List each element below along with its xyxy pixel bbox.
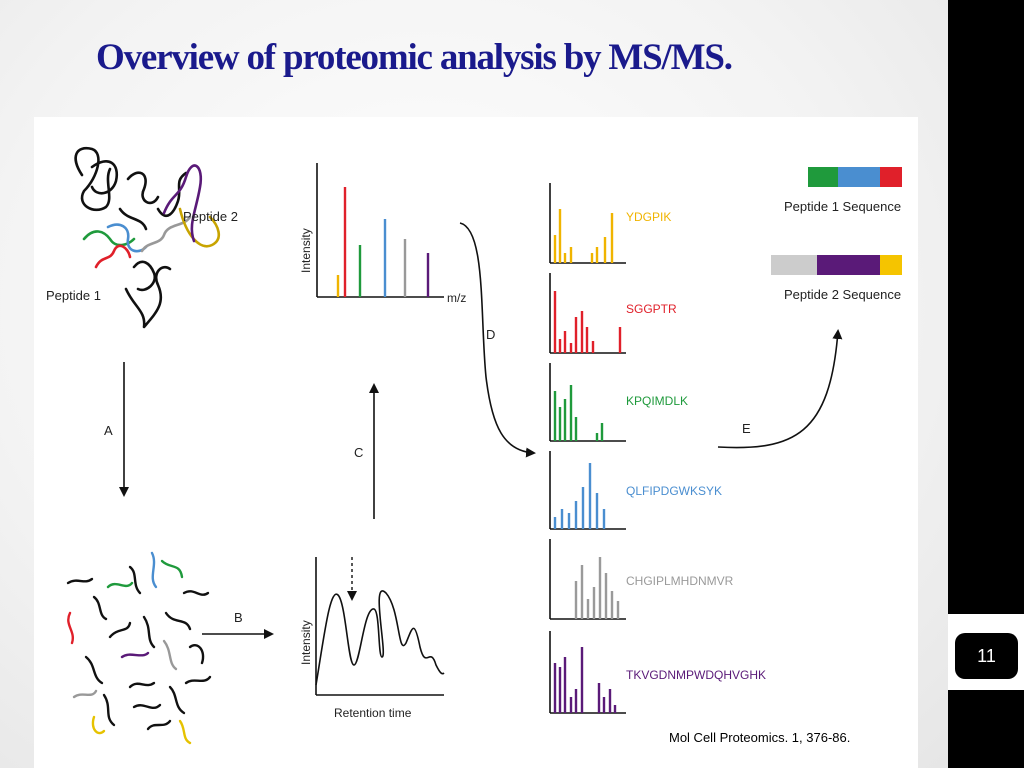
lc-y-axis-label: Intensity <box>299 620 313 665</box>
msms-label-3: KPQIMDLK <box>626 394 688 408</box>
lc-chromatogram <box>315 557 445 696</box>
proteomics-figure: Peptide 2 Peptide 1 A B <box>34 117 918 768</box>
step-d-label: D <box>486 327 495 342</box>
msms-label-5: CHGIPLMHDNMVR <box>626 574 734 588</box>
msms-label-2: SGGPTR <box>626 302 677 316</box>
folded-proteins <box>74 146 221 329</box>
msms-panel-4 <box>549 451 626 530</box>
arrow-e <box>717 329 843 449</box>
page-number: 11 <box>955 633 1018 679</box>
peptide2-sequence-bar <box>771 255 902 275</box>
msms-panel-5 <box>549 539 626 620</box>
ms-y-axis-label: Intensity <box>299 228 313 273</box>
peptide1-sequence-label: Peptide 1 Sequence <box>784 199 901 214</box>
msms-panel-6 <box>549 631 626 714</box>
msms-panel-2 <box>549 273 626 354</box>
peptide2-sequence-label: Peptide 2 Sequence <box>784 287 901 302</box>
msms-label-1: YDGPIK <box>626 210 671 224</box>
msms-label-6: TKVGDNMPWDQHVGHK <box>626 668 766 682</box>
arrow-d <box>459 222 536 458</box>
step-b-label: B <box>234 610 243 625</box>
step-e-label: E <box>742 421 751 436</box>
citation: Mol Cell Proteomics. 1, 376-86. <box>669 730 851 745</box>
ms-x-axis-label: m/z <box>447 291 466 305</box>
msms-panel-3 <box>549 363 626 442</box>
peptide1-sequence-bar <box>808 167 902 187</box>
peptide1-label: Peptide 1 <box>46 288 101 303</box>
msms-panel-1 <box>549 183 626 264</box>
peptide2-label: Peptide 2 <box>183 209 238 224</box>
msms-label-4: QLFIPDGWKSYK <box>626 484 722 498</box>
digested-peptides <box>66 551 212 745</box>
lc-x-axis-label: Retention time <box>334 706 412 720</box>
ms-spectrum <box>316 163 444 298</box>
slide-title: Overview of proteomic analysis by MS/MS. <box>96 37 733 78</box>
step-c-label: C <box>354 445 363 460</box>
step-a-label: A <box>104 423 113 438</box>
msms-spectra <box>549 183 626 714</box>
